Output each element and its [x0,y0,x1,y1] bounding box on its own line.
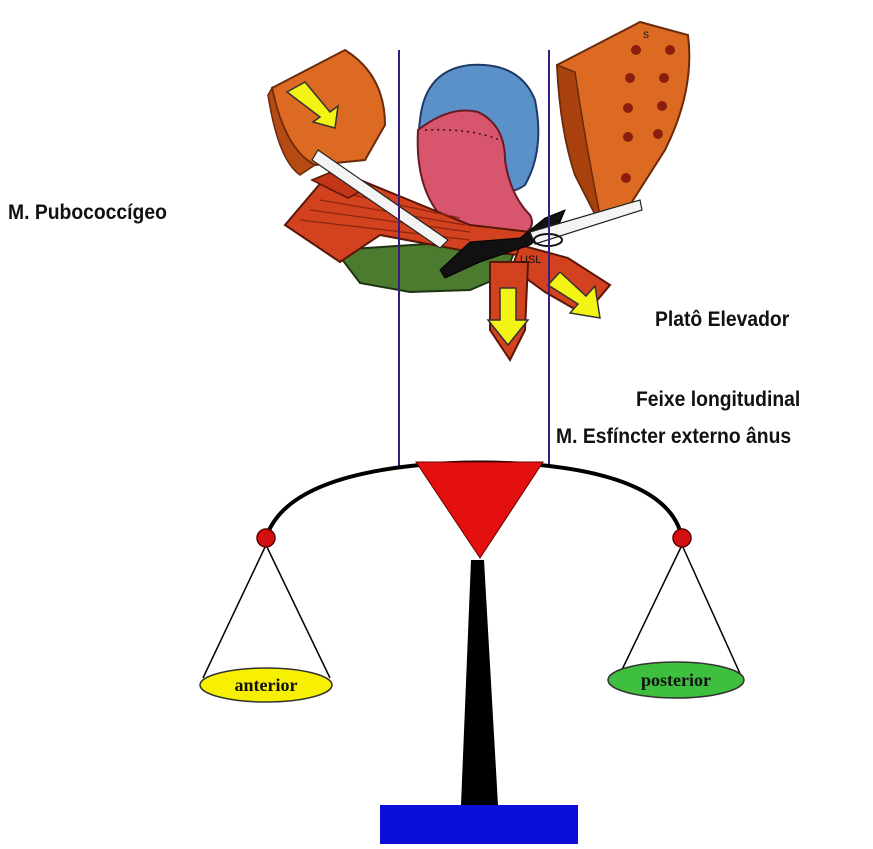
posterior-pan-label: posterior [641,670,711,690]
left-beam-knob [257,529,275,547]
balance-scale: anterior posterior [200,462,744,844]
right-pan-strings [618,545,742,678]
sacrum-letter: s [643,27,649,41]
pubococcygeus-label: M. Pubococcígeo [8,201,167,225]
external-anal-sphincter-label: M. Esfíncter externo ânus [556,425,791,449]
usl-mark: USL [520,254,541,266]
longitudinal-bundle-label: Feixe longitudinal [636,388,800,412]
left-pan-strings [203,545,330,678]
right-beam-knob [673,529,691,547]
anterior-pan-label: anterior [235,675,298,695]
pelvic-floor-illustration: s USL [268,22,689,360]
scale-base [380,805,578,844]
scale-stand [461,560,498,805]
scale-pivot-triangle [416,462,543,558]
levator-plate-label: Platô Elevador [655,308,789,332]
